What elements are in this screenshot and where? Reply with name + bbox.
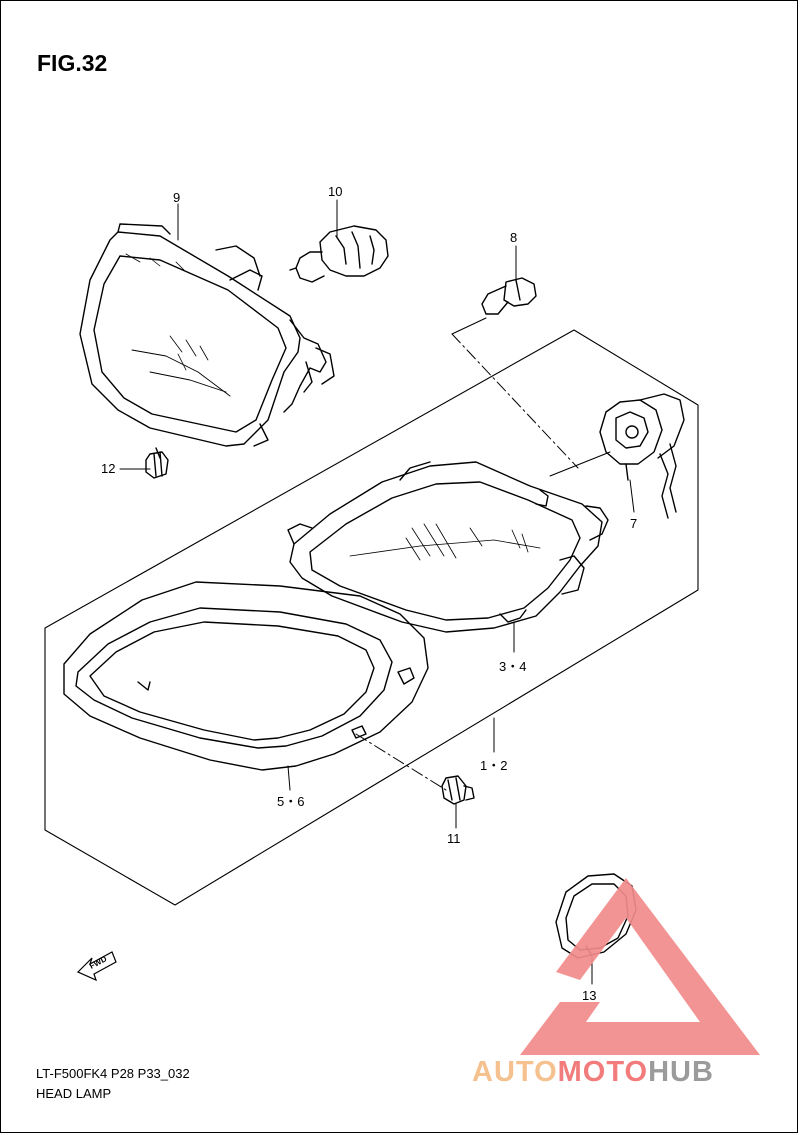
callout-5-6: 5・6: [277, 794, 305, 809]
bulb-socket-part10: [289, 225, 389, 283]
bezel-rim-part5-6: [63, 581, 429, 771]
callout-13: 13: [582, 988, 597, 1003]
assembly-outline: [44, 329, 699, 906]
brand-auto: AUTO: [472, 1056, 558, 1088]
callout-1-2: 1・2: [480, 758, 508, 773]
figure-name: HEAD LAMP: [36, 1086, 112, 1101]
bolt-part12: [145, 447, 169, 479]
screw-part11: [441, 775, 475, 805]
fwd-arrow-icon: [76, 951, 117, 982]
callout-11: 11: [447, 831, 461, 846]
figure-code: LT-F500FK4 P28 P33_032: [36, 1066, 190, 1081]
brand-hub: HUB: [648, 1056, 714, 1088]
watermark-brand: AUTOMOTOHUB: [472, 1056, 714, 1089]
callout-9: 9: [173, 190, 181, 205]
headlamp-unit-part3-4: [287, 461, 609, 633]
brand-moto: MOTO: [557, 1056, 649, 1088]
callout-12: 12: [101, 461, 116, 476]
headlamp-housing-part9: [79, 223, 335, 447]
small-bulb-part8: [481, 277, 537, 315]
callout-10: 10: [328, 184, 343, 199]
callout-7: 7: [630, 516, 638, 531]
callout-3-4: 3・4: [499, 659, 527, 674]
watermark-logo-icon: [520, 878, 760, 1055]
figure-title: FIG.32: [37, 50, 108, 76]
callout-8: 8: [510, 230, 518, 245]
socket-wire-part7: [599, 393, 685, 519]
